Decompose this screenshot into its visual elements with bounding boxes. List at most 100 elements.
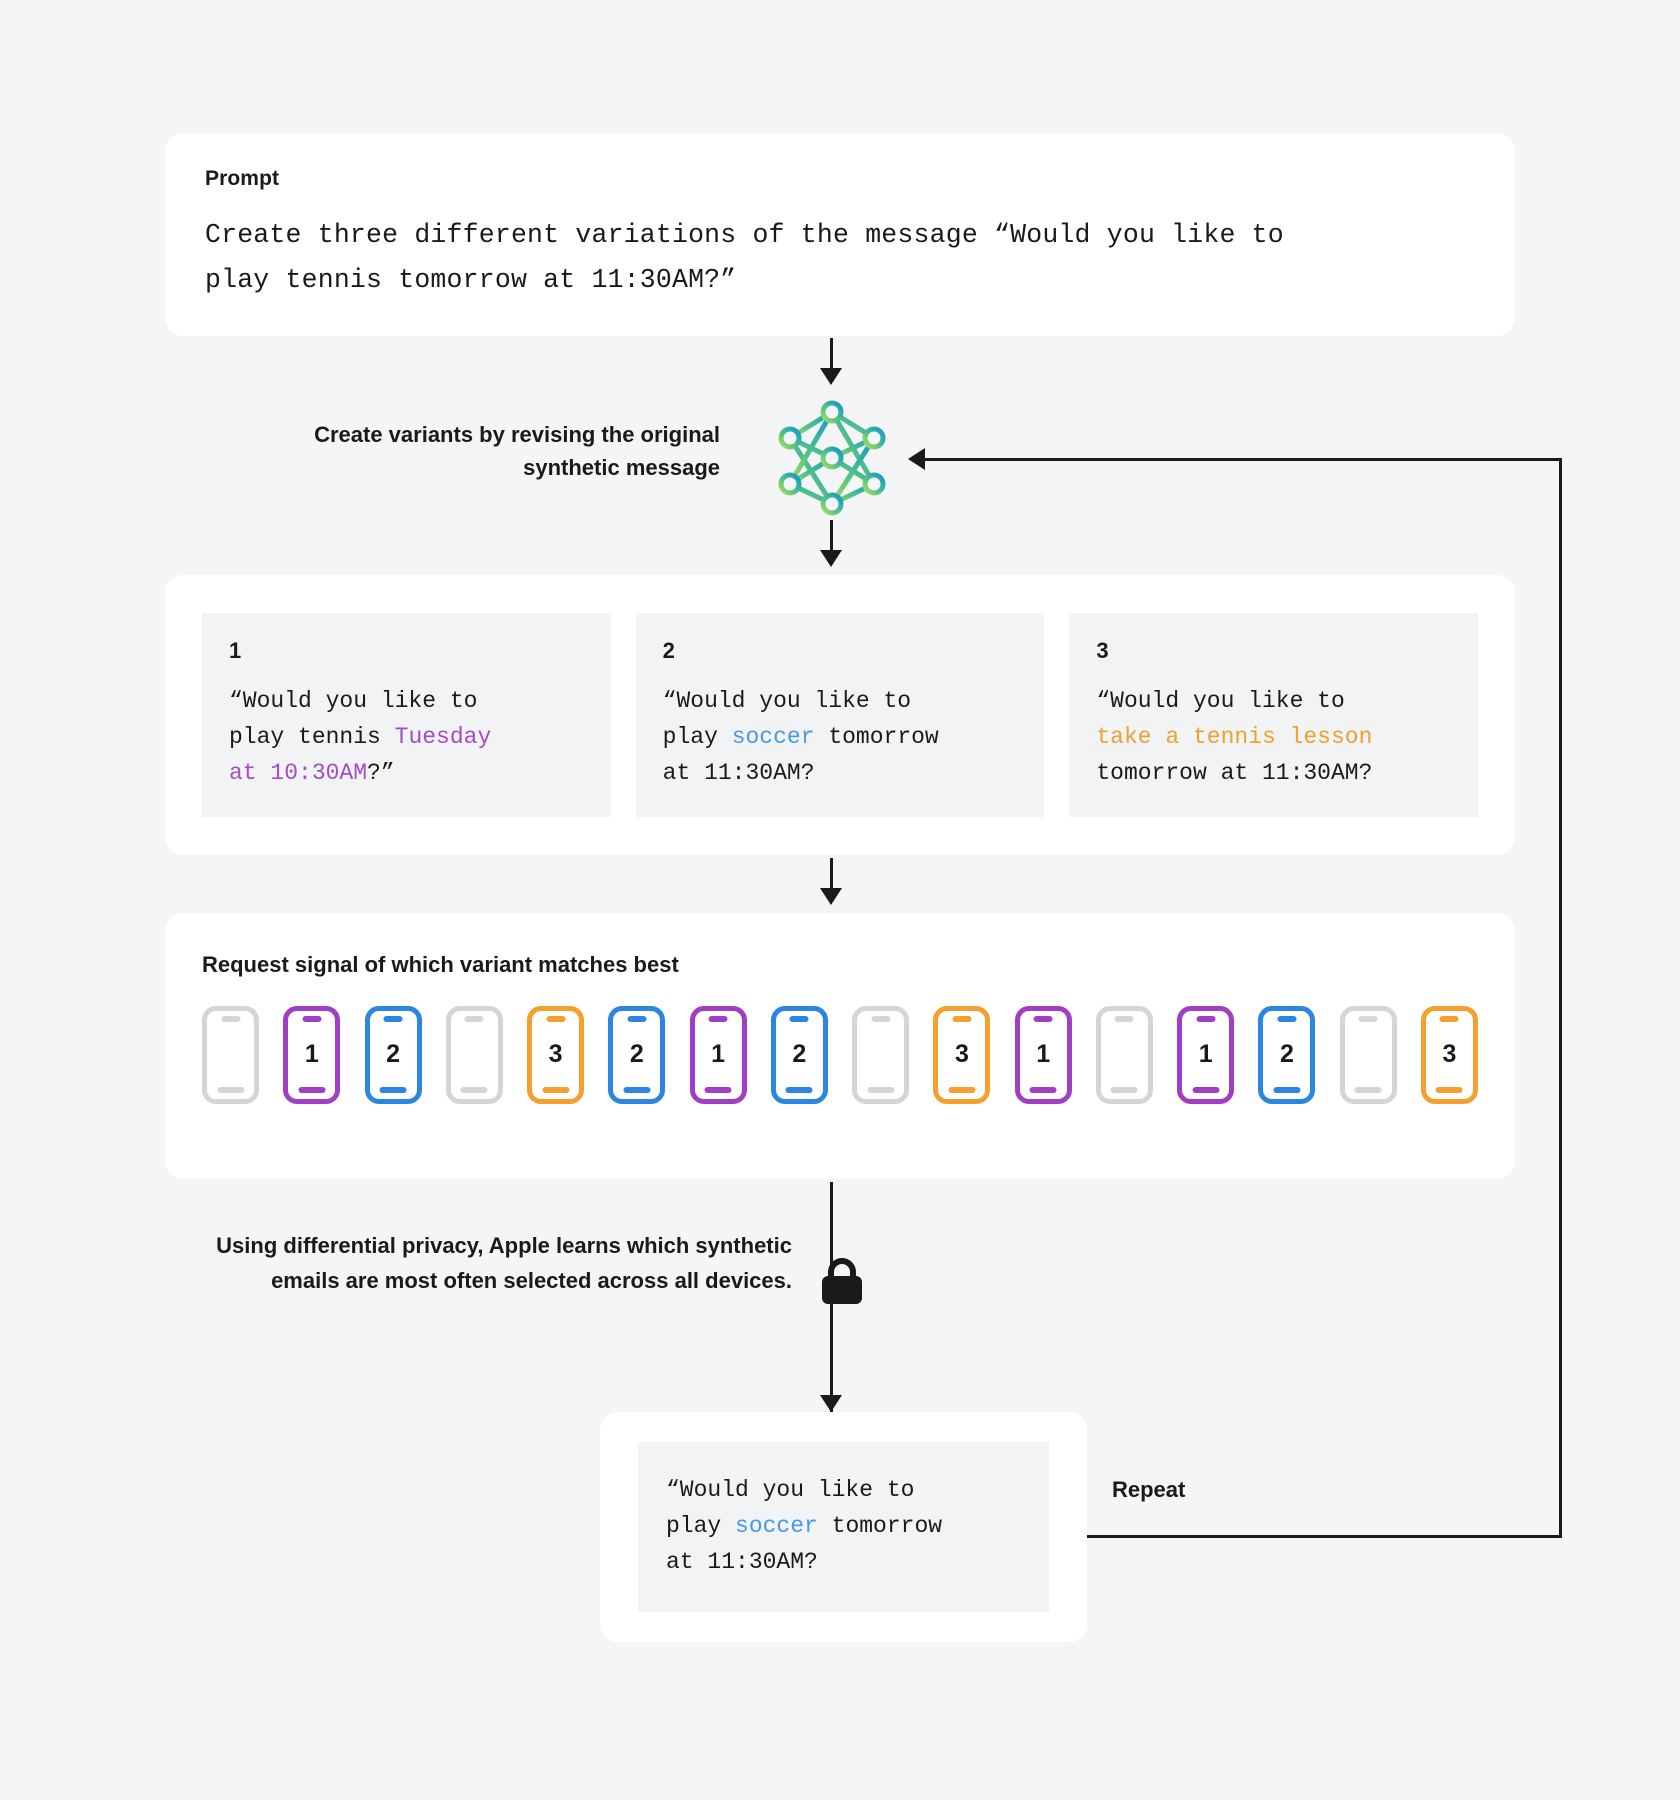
phone-notch-icon bbox=[1033, 1016, 1053, 1022]
phone-home-indicator-icon bbox=[785, 1087, 813, 1093]
result-text-prefix: “Would you like to play bbox=[666, 1477, 915, 1539]
signal-title: Request signal of which variant matches … bbox=[202, 952, 679, 977]
phone-home-indicator-icon bbox=[298, 1087, 326, 1093]
phone-notch-icon bbox=[952, 1016, 972, 1022]
variant-box: 3 “Would you like to take a tennis lesso… bbox=[1069, 613, 1479, 817]
variant-box: 2 “Would you like to play soccer tomorro… bbox=[635, 613, 1045, 817]
result-box: “Would you like to play soccer tomorrow … bbox=[638, 1442, 1049, 1612]
phone-selected-variant: 3 bbox=[548, 1040, 563, 1068]
phone-home-indicator-icon bbox=[1273, 1087, 1301, 1093]
phone-icon-12[interactable] bbox=[1095, 1006, 1153, 1104]
arrowhead-loop-to-model bbox=[908, 448, 925, 470]
privacy-note: Using differential privacy, Apple learns… bbox=[216, 1233, 792, 1293]
phone-icon-16[interactable]: 3 bbox=[1420, 1006, 1478, 1104]
variant-text-prefix: “Would you like to play bbox=[662, 688, 912, 750]
phone-notch-icon bbox=[302, 1016, 322, 1022]
phone-icon-3[interactable]: 2 bbox=[364, 1006, 422, 1104]
phone-notch-icon bbox=[1114, 1016, 1134, 1022]
variant-number: 2 bbox=[662, 638, 675, 663]
phone-selected-variant: 3 bbox=[1442, 1040, 1457, 1068]
variant-text-prefix: “Would you like to bbox=[1096, 688, 1345, 714]
phone-notch-icon bbox=[708, 1016, 728, 1022]
phone-icon-7[interactable]: 1 bbox=[689, 1006, 747, 1104]
phone-notch-icon bbox=[789, 1016, 809, 1022]
phone-notch-icon bbox=[464, 1016, 484, 1022]
phone-home-indicator-icon bbox=[217, 1087, 244, 1093]
phone-notch-icon bbox=[546, 1016, 566, 1022]
phone-icon-8[interactable]: 2 bbox=[770, 1006, 828, 1104]
phone-icon-15[interactable] bbox=[1339, 1006, 1397, 1104]
result-card: “Would you like to play soccer tomorrow … bbox=[600, 1412, 1087, 1642]
variant-text-highlight: take a tennis lesson bbox=[1096, 724, 1373, 750]
prompt-card: Prompt Create three different variations… bbox=[165, 133, 1515, 336]
phone-home-indicator-icon bbox=[948, 1087, 976, 1093]
phone-home-indicator-icon bbox=[460, 1087, 488, 1093]
arrowhead-signal-to-result bbox=[820, 1395, 842, 1412]
variant-number: 3 bbox=[1096, 638, 1109, 663]
phone-home-indicator-icon bbox=[867, 1087, 895, 1093]
phone-row: 1 2 3 2 1 2 3 1 1 2 3 bbox=[202, 1006, 1478, 1104]
variant-text-highlight: Tuesday at 10:30AM bbox=[229, 724, 492, 786]
loop-line-top bbox=[922, 458, 1561, 461]
neural-network-icon bbox=[768, 398, 896, 518]
phone-icon-4[interactable] bbox=[445, 1006, 503, 1104]
variant-text: “Would you like to play soccer tomorrow … bbox=[663, 683, 1018, 791]
variant-text-suffix: tomorrow at 11:30AM? bbox=[662, 724, 939, 786]
phone-notch-icon bbox=[1277, 1016, 1297, 1022]
prompt-label: Prompt bbox=[205, 167, 280, 190]
phone-home-indicator-icon bbox=[623, 1087, 651, 1093]
loop-line-right bbox=[1559, 458, 1562, 1537]
phone-icon-5[interactable]: 3 bbox=[527, 1006, 585, 1104]
phone-icon-13[interactable]: 1 bbox=[1177, 1006, 1235, 1104]
variant-text-suffix: tomorrow at 11:30AM? bbox=[1096, 760, 1373, 786]
variant-text: “Would you like to take a tennis lesson … bbox=[1096, 683, 1451, 791]
lock-icon bbox=[822, 1258, 862, 1304]
phone-icon-6[interactable]: 2 bbox=[608, 1006, 666, 1104]
arrowhead-model-to-variants bbox=[820, 550, 842, 567]
phone-selected-variant: 2 bbox=[386, 1040, 400, 1068]
prompt-text: Create three different variations of the… bbox=[205, 220, 1284, 295]
phone-icon-10[interactable]: 3 bbox=[933, 1006, 991, 1104]
phone-selected-variant: 3 bbox=[954, 1040, 969, 1068]
variant-text: “Would you like to play tennis Tuesday a… bbox=[229, 683, 584, 791]
result-text-suffix: tomorrow at 11:30AM? bbox=[666, 1513, 943, 1575]
variant-text-highlight: soccer bbox=[731, 724, 815, 750]
phone-home-indicator-icon bbox=[1110, 1087, 1138, 1093]
phone-home-indicator-icon bbox=[1192, 1087, 1220, 1093]
phone-notch-icon bbox=[871, 1016, 891, 1022]
phone-icon-11[interactable]: 1 bbox=[1014, 1006, 1072, 1104]
phone-icon-2[interactable]: 1 bbox=[283, 1006, 341, 1104]
phone-notch-icon bbox=[383, 1016, 403, 1022]
arrowhead-prompt-to-model bbox=[820, 368, 842, 385]
variants-card: 1 “Would you like to play tennis Tuesday… bbox=[165, 575, 1515, 855]
phone-notch-icon bbox=[627, 1016, 647, 1022]
variant-text-suffix: ?” bbox=[367, 760, 395, 786]
phone-home-indicator-icon bbox=[1354, 1087, 1382, 1093]
phone-home-indicator-icon bbox=[1029, 1087, 1057, 1093]
arrowhead-variants-to-signal bbox=[820, 888, 842, 905]
connector-model-to-variants bbox=[830, 520, 833, 562]
phone-selected-variant: 2 bbox=[629, 1040, 644, 1068]
variant-number: 1 bbox=[229, 638, 242, 663]
loop-line-bottom bbox=[1087, 1535, 1562, 1538]
variant-text-prefix: “Would you like to play tennis bbox=[229, 688, 478, 750]
phone-selected-variant: 1 bbox=[1198, 1040, 1213, 1068]
repeat-label: Repeat bbox=[1112, 1477, 1186, 1502]
phone-selected-variant: 1 bbox=[711, 1040, 726, 1068]
phone-home-indicator-icon bbox=[1435, 1087, 1463, 1093]
phone-notch-icon bbox=[1358, 1016, 1378, 1022]
phone-home-indicator-icon bbox=[704, 1087, 732, 1093]
connector-prompt-to-model bbox=[830, 338, 833, 380]
signal-card: Request signal of which variant matches … bbox=[165, 913, 1515, 1179]
result-text: “Would you like to play soccer tomorrow … bbox=[666, 1472, 1021, 1580]
phone-icon-9[interactable] bbox=[852, 1006, 910, 1104]
variant-box: 1 “Would you like to play tennis Tuesday… bbox=[202, 613, 611, 817]
phone-icon-1[interactable] bbox=[202, 1006, 259, 1104]
generate-step-caption: Create variants by revising the original… bbox=[314, 422, 720, 480]
phone-icon-14[interactable]: 2 bbox=[1258, 1006, 1316, 1104]
phone-notch-icon bbox=[1439, 1016, 1459, 1022]
result-text-highlight: soccer bbox=[735, 1513, 818, 1539]
phone-selected-variant: 1 bbox=[304, 1040, 319, 1068]
phone-selected-variant: 2 bbox=[1280, 1040, 1294, 1068]
